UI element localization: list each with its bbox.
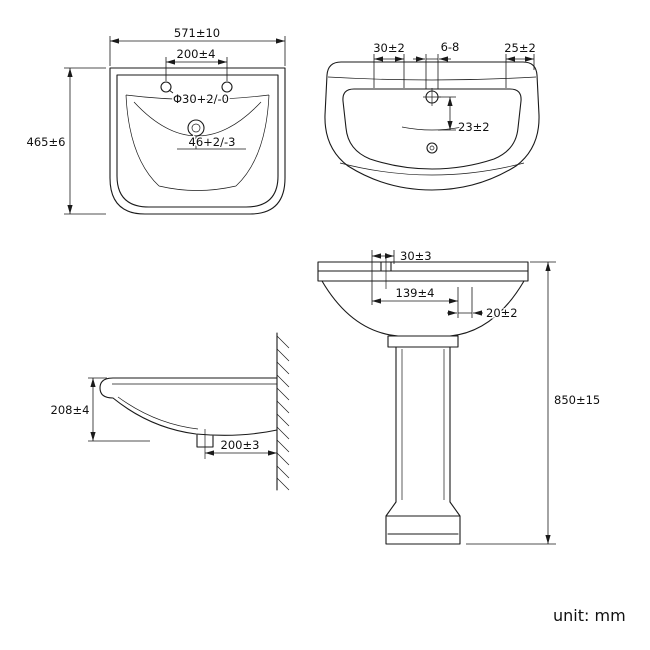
dim-hole-spacing: 200±4: [177, 47, 216, 61]
basin-wall-profile: [99, 377, 278, 436]
drain-plan-outer: [426, 142, 438, 154]
front-view: 571±10 200±4 Φ30+2/-0 46+2/-3 465±6: [25, 25, 286, 215]
plan-dimensions: 30±2 6-8 25±2 23±2: [372, 39, 538, 136]
basin-underside-curves: [321, 280, 525, 337]
drain-plan-inner: [429, 145, 435, 151]
front-rim-inner-curve: [339, 162, 525, 176]
side-wall-view: 208±4 200±3: [49, 332, 290, 491]
dim-drain-to-wall: 200±3: [221, 438, 260, 452]
pedestal-cap: [387, 335, 459, 348]
wall-hatch: [276, 335, 290, 491]
bowl-plan-outline: [342, 88, 522, 170]
dim-offset-left: 30±2: [373, 41, 405, 55]
pedestal-column: [395, 346, 451, 503]
extension-line-back-gap: [458, 287, 473, 318]
extension-lines-hole-size: [425, 54, 439, 89]
dim-drain-size: 46+2/-3: [189, 135, 236, 149]
leader-drain-size: [177, 136, 246, 150]
extension-lines-hole-offset: [371, 250, 395, 305]
extension-lines-basin-side-height: [88, 377, 150, 442]
basin-plan-outline: [324, 61, 540, 191]
faucet-hole-right: [221, 81, 233, 93]
extension-lines-total-height: [466, 261, 556, 545]
unit-label: unit: mm: [553, 606, 626, 625]
basin-side-slab: [317, 261, 529, 282]
dim-overall-width: 571±10: [174, 26, 220, 40]
basin-wall-inner-lines: [112, 383, 277, 430]
side-wall-dimensions: 208±4 200±3: [49, 377, 277, 456]
drain-inner: [191, 123, 201, 133]
dim-basin-side-height: 208±4: [51, 403, 90, 417]
side-pedestal-dimensions: 30±3 139±4 20±2 850±15: [371, 248, 602, 545]
leader-hole-diameter: [168, 89, 174, 94]
pedestal-base: [385, 501, 461, 545]
side-pedestal-view: 30±3 139±4 20±2 850±15: [317, 248, 602, 545]
extension-ticks-hole-to-front: [438, 96, 456, 131]
basin-front-inner-rim: [116, 74, 279, 208]
dim-deck-depth: 139±4: [396, 286, 435, 300]
deck-front-edge-curve: [401, 126, 463, 131]
dim-hole-offset: 30±3: [400, 249, 432, 263]
drain-outer: [187, 119, 205, 137]
dim-hole-size: 6-8: [441, 40, 460, 54]
dim-total-height: 850±15: [554, 393, 600, 407]
basin-front-outline: [109, 67, 286, 215]
pedestal-column-flutes: [401, 349, 445, 500]
dim-hole-to-front: 23±2: [458, 120, 490, 134]
dim-overall-height: 465±6: [27, 135, 66, 149]
faucet-hole-side: [380, 261, 392, 272]
plan-view: 30±2 6-8 25±2 23±2: [324, 39, 540, 191]
faucet-hole-left: [160, 81, 172, 93]
dim-back-gap: 20±2: [486, 306, 518, 320]
dim-hole-diameter: Φ30+2/-0: [173, 92, 229, 106]
front-dimensions: 571±10 200±4 Φ30+2/-0 46+2/-3 465±6: [25, 25, 286, 215]
bowl-opening-curves: [125, 94, 270, 191]
back-deck-line: [327, 76, 537, 81]
dim-offset-right: 25±2: [504, 41, 536, 55]
